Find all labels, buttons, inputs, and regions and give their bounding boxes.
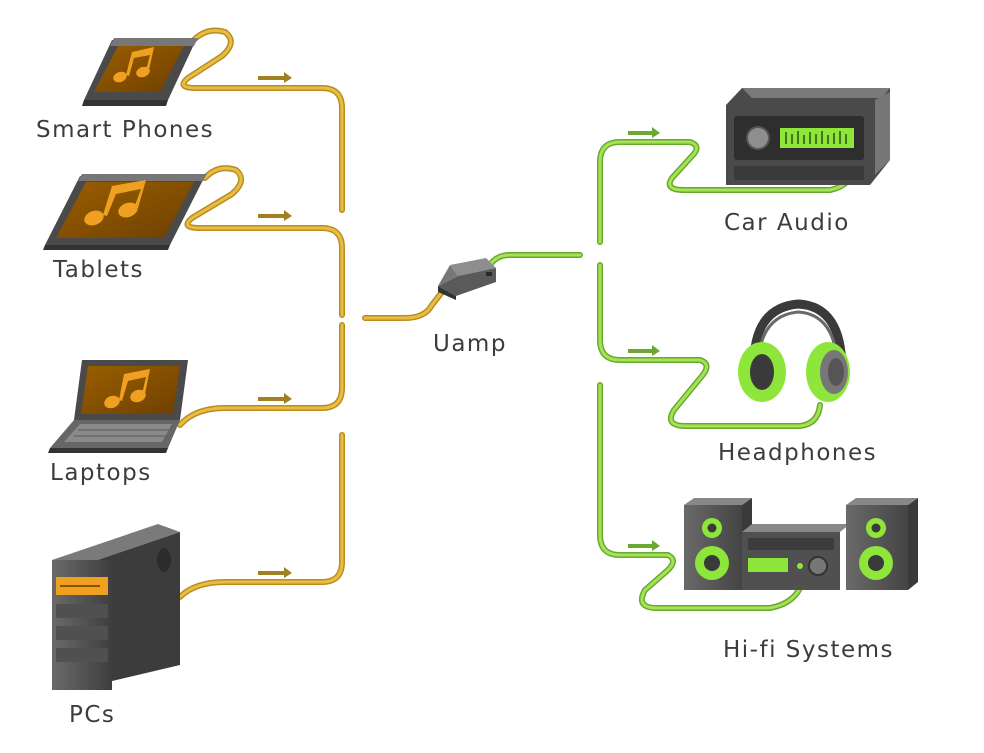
label-tablets: Tablets — [52, 257, 144, 283]
arrow-right-icon — [258, 393, 292, 404]
label-car-audio: Car Audio — [724, 210, 850, 236]
cable-pc — [177, 432, 345, 600]
laptop-icon — [48, 360, 188, 453]
usb-amp-dongle-icon — [438, 258, 496, 300]
amplifier — [742, 524, 850, 590]
output-flow-arrows — [628, 127, 660, 551]
cable-uamp-to-outputs — [485, 252, 583, 271]
cable-smart-phone — [180, 27, 345, 213]
source-cables — [177, 27, 445, 600]
source-flow-arrows — [258, 72, 292, 578]
cable-headphones — [597, 262, 823, 429]
label-pcs: PCs — [69, 702, 115, 728]
cable-tablet — [184, 165, 345, 318]
label-headphones: Headphones — [718, 440, 877, 466]
arrow-right-icon — [258, 567, 292, 578]
label-hifi-systems: Hi-fi Systems — [723, 637, 894, 663]
arrow-right-icon — [258, 72, 292, 83]
car-stereo-icon — [726, 88, 890, 185]
arrow-right-icon — [628, 127, 660, 138]
cable-hifi — [597, 382, 803, 611]
music-note-icon — [113, 47, 154, 83]
arrow-right-icon — [628, 540, 660, 551]
music-note-icon — [84, 180, 146, 226]
labels: Smart Phones Tablets Laptops PCs Uamp Ca… — [36, 117, 894, 728]
headphones-icon — [738, 299, 850, 402]
left-speaker — [684, 498, 752, 590]
label-laptops: Laptops — [50, 460, 152, 486]
arrow-right-icon — [628, 345, 660, 356]
cable-laptop — [177, 322, 345, 428]
tablet-icon — [43, 174, 207, 250]
arrow-right-icon — [258, 210, 292, 221]
smartphone-icon — [82, 38, 198, 106]
desktop-pc-icon — [52, 524, 180, 690]
label-uamp: Uamp — [433, 331, 507, 357]
label-smart-phones: Smart Phones — [36, 117, 214, 143]
cable-car-audio — [597, 139, 863, 245]
right-speaker — [846, 498, 918, 590]
hifi-system-icon — [684, 498, 918, 590]
music-note-icon — [104, 369, 150, 409]
cable-source-to-uamp — [362, 289, 445, 321]
